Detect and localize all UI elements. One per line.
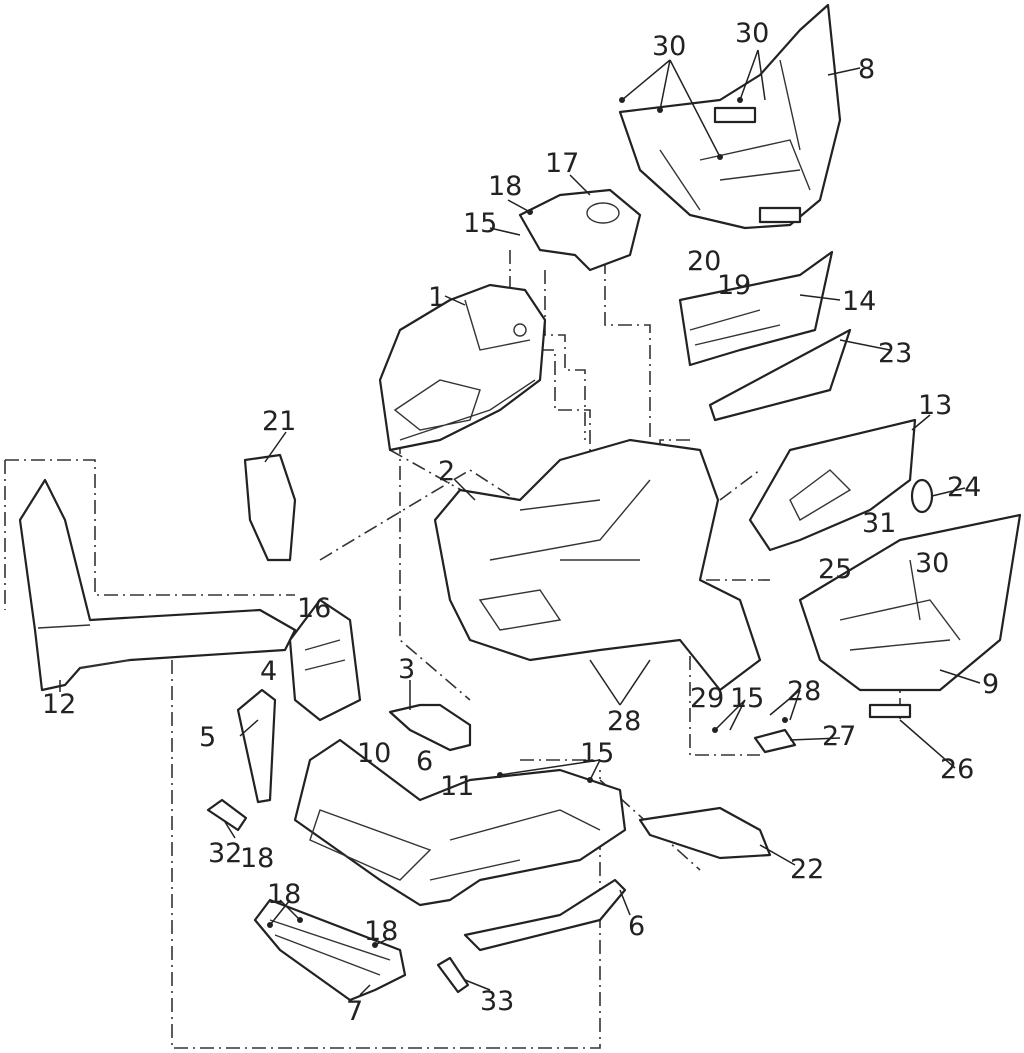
callout-label: 14 [842,286,876,317]
callout-label: 21 [262,406,296,437]
part-front-fender [433,438,762,692]
part-front-upper-cover [378,283,547,452]
callout-label: 28 [607,706,641,737]
callout-label: 31 [862,508,896,539]
part-footrest-panel [678,250,852,422]
callout-label: 29 [690,683,724,714]
callout-label: 30 [735,18,769,49]
part-plugs [206,798,470,994]
callout-label: 26 [940,754,974,785]
callout-label: 22 [790,854,824,885]
callout-label: 17 [545,148,579,179]
part-dash-cover [518,188,642,272]
part-front-bumper [293,738,772,907]
callout-label: 1 [428,282,445,313]
part-seat [18,478,297,692]
callout-label: 30 [652,31,686,62]
part-rear-fender-left [748,418,1022,719]
callout-label: 20 [687,246,721,277]
callout-label: 23 [878,338,912,369]
callout-label: 18 [267,879,301,910]
callout-label: 9 [982,669,999,700]
leader-lines [59,49,981,996]
callout-label: 28 [787,676,821,707]
callout-label: 13 [918,390,952,421]
callout-label: 27 [822,721,856,752]
callout-label: 15 [730,683,764,714]
callout-label: 18 [240,843,274,874]
callout-label: 5 [199,722,216,753]
callout-label: 3 [398,654,415,685]
callout-label: 16 [297,593,331,624]
part-rear-fender-upper [618,3,842,230]
callout-label: 10 [357,738,391,769]
part-bracket [388,703,472,752]
callout-label: 11 [440,771,474,802]
callout-label: 12 [42,689,76,720]
callout-label: 18 [488,171,522,202]
callout-label: 6 [416,746,433,777]
fastener-dots [267,97,788,948]
callout-label: 25 [818,554,852,585]
callout-labels: 30 30 8 17 18 15 1 20 19 14 23 13 21 2 2… [42,18,999,1027]
callout-label: 4 [260,656,277,687]
callout-label: 15 [580,738,614,769]
callout-label: 24 [947,472,981,503]
callout-label: 2 [438,456,455,487]
part-side-panels [236,453,362,804]
callout-label: 30 [915,548,949,579]
callout-label: 19 [717,270,751,301]
part-strip [463,878,627,952]
callout-label: 32 [208,838,242,869]
callout-label: 8 [858,54,875,85]
callout-label: 6 [628,911,645,942]
part-grille [253,898,407,1002]
callout-label: 33 [480,986,514,1017]
part-clip [753,728,797,754]
callout-label: 7 [346,996,363,1027]
callout-label: 18 [364,916,398,947]
callout-label: 15 [463,208,497,239]
